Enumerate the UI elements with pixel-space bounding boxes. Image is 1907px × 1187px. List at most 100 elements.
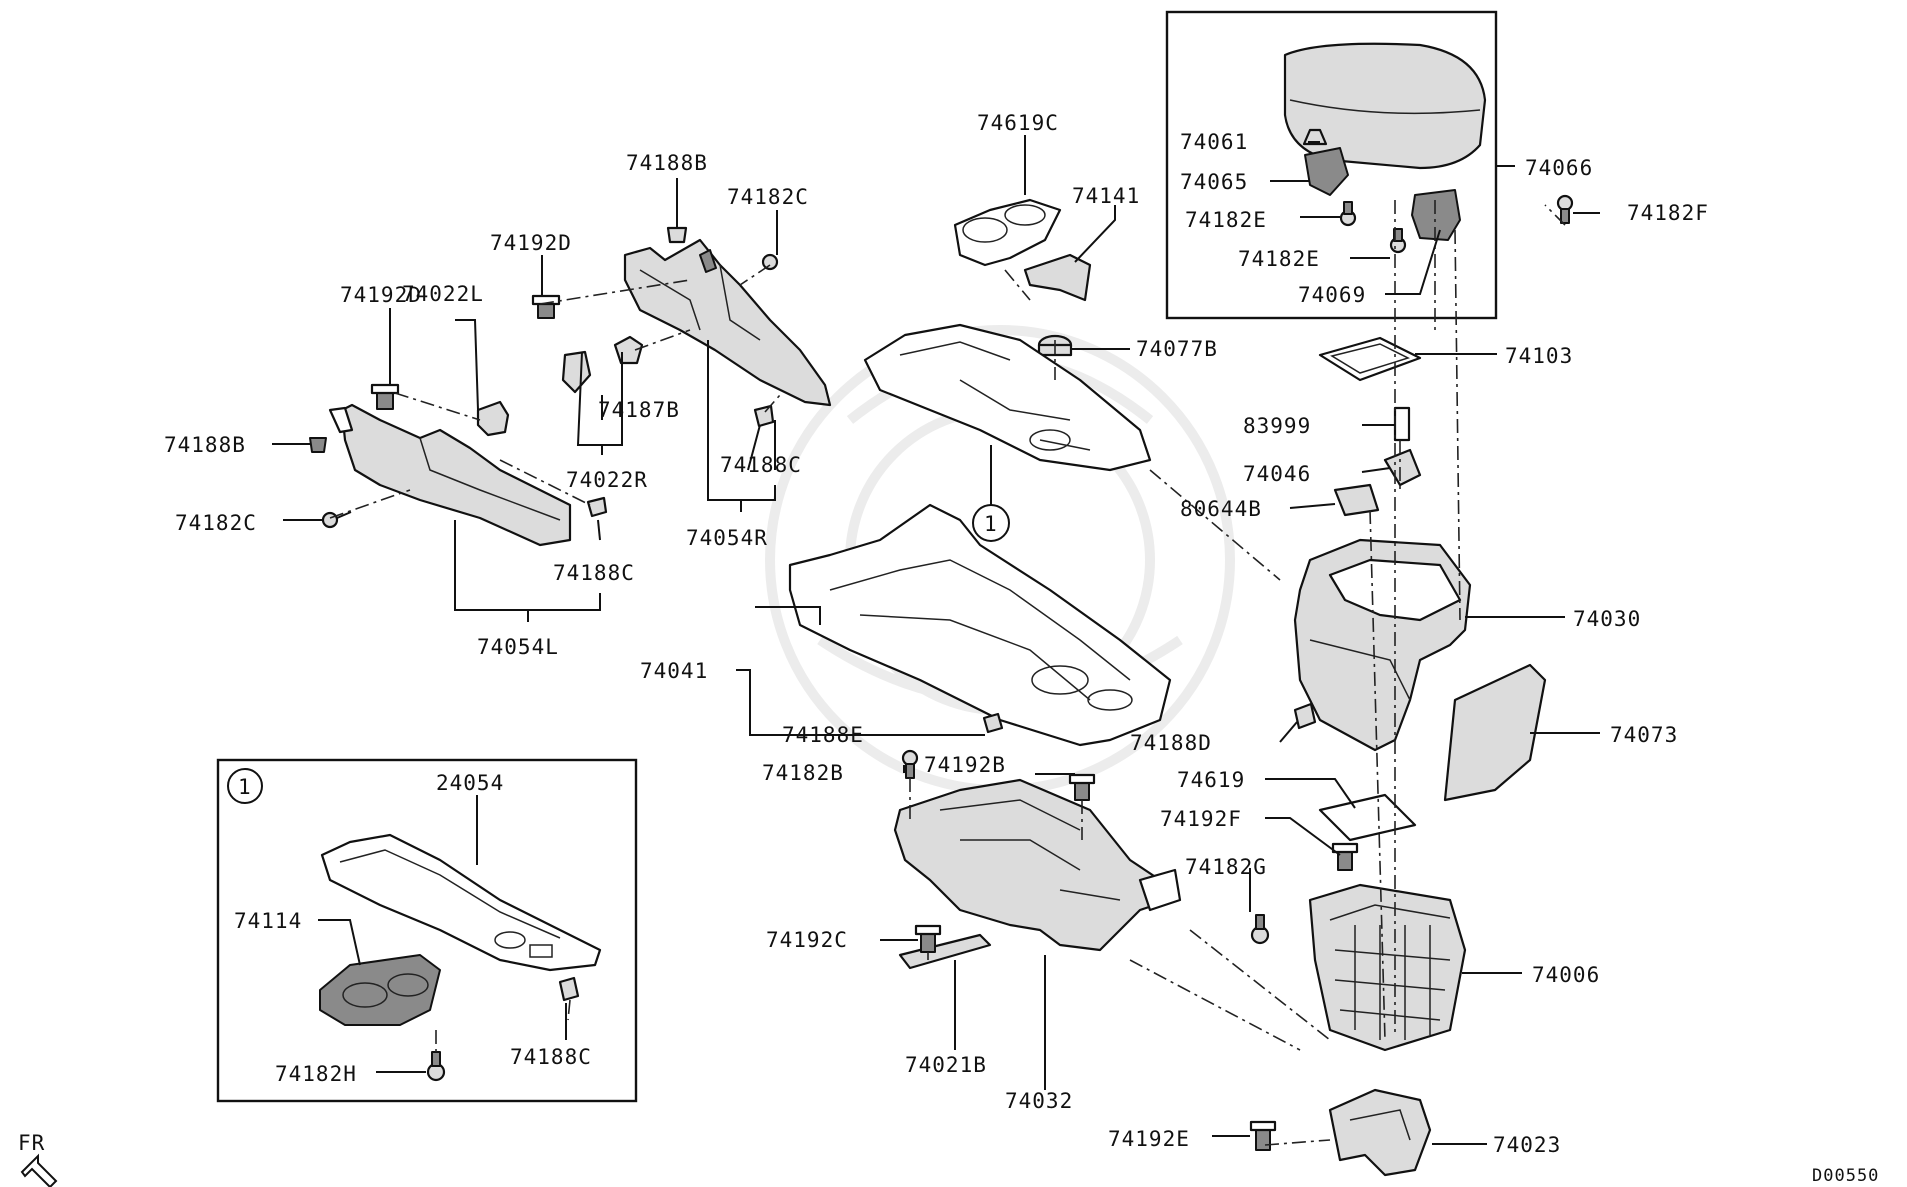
part-74023-bracket — [1328, 1088, 1432, 1177]
fastener-74182H — [426, 1051, 446, 1082]
part-74141-trim — [1023, 253, 1092, 302]
part-74021B-strip — [898, 933, 992, 970]
leader-lines — [272, 135, 1600, 1145]
label-74182E-b: 74182E — [1238, 247, 1320, 271]
fastener-74182C-top — [761, 253, 779, 271]
part-74022R-clip — [561, 350, 592, 394]
fastener-74182E-b — [1389, 228, 1407, 254]
label-83999: 83999 — [1243, 414, 1311, 438]
label-74192F: 74192F — [1160, 807, 1242, 831]
front-direction-indicator: FR — [18, 1131, 58, 1187]
front-label: FR — [18, 1131, 45, 1155]
fastener-74188C-left — [586, 496, 608, 518]
front-arrow-icon — [20, 1153, 58, 1187]
label-74187B: 74187B — [598, 398, 680, 422]
fastener-74182F — [1556, 194, 1574, 224]
label-74188C-left: 74188C — [553, 561, 635, 585]
label-74188C-mid: 74188C — [720, 453, 802, 477]
part-labels: 74188B 74182C 74192D 74192D 74022L 74188… — [164, 111, 1709, 1157]
label-74030: 74030 — [1573, 607, 1641, 631]
callout-1-text: 1 — [984, 512, 998, 536]
fastener-74188B-top — [666, 226, 688, 244]
label-74032: 74032 — [1005, 1089, 1073, 1113]
label-74182C-left: 74182C — [175, 511, 257, 535]
label-74182H: 74182H — [275, 1062, 357, 1086]
label-74061: 74061 — [1180, 130, 1248, 154]
label-74054L: 74054L — [477, 635, 559, 659]
fastener-74187B — [613, 335, 644, 365]
label-74182B: 74182B — [762, 761, 844, 785]
fastener-74192F — [1331, 842, 1359, 871]
fastener-74188B-left — [309, 437, 327, 453]
label-74077B: 74077B — [1136, 337, 1218, 361]
callout-1-marker: 1 — [972, 504, 1010, 542]
part-74061-bumper — [1302, 128, 1328, 146]
label-74192B: 74192B — [924, 753, 1006, 777]
label-74054R: 74054R — [686, 526, 768, 550]
fastener-74192D-left — [370, 383, 400, 410]
part-74619-mat — [1318, 793, 1417, 842]
fastener-74188E — [982, 712, 1004, 734]
part-74065-bracket — [1304, 147, 1349, 196]
part-74022L-clip — [476, 400, 510, 437]
label-74182F: 74182F — [1627, 201, 1709, 225]
part-center-top-panel — [863, 323, 1152, 472]
label-74188B-top: 74188B — [626, 151, 708, 175]
label-74103: 74103 — [1505, 344, 1573, 368]
label-74182C-top: 74182C — [727, 185, 809, 209]
label-74023: 74023 — [1493, 1133, 1561, 1157]
label-74182E-a: 74182E — [1185, 208, 1267, 232]
fastener-74192B — [1068, 773, 1096, 801]
label-74192D-left: 74192D — [340, 283, 422, 307]
label-74619: 74619 — [1177, 768, 1245, 792]
diagram-reference-code: D00550 — [1812, 1166, 1879, 1186]
label-74006: 74006 — [1532, 963, 1600, 987]
label-74188B-left: 74188B — [164, 433, 246, 457]
fastener-74182C-left — [321, 511, 352, 529]
label-74114: 74114 — [234, 909, 302, 933]
label-74192D-mid: 74192D — [490, 231, 572, 255]
label-74188C-box: 74188C — [510, 1045, 592, 1069]
part-80644B-switch — [1333, 483, 1380, 517]
part-74032-console-lower — [893, 778, 1182, 952]
part-74054R-panel — [623, 238, 832, 407]
part-24054-panel — [320, 833, 602, 972]
callout-1-inset-marker: 1 — [227, 768, 263, 804]
fastener-74192E — [1249, 1120, 1277, 1151]
part-74041-console-upper — [788, 503, 1172, 747]
label-74182G: 74182G — [1185, 855, 1267, 879]
part-74030-rear-console — [1293, 538, 1472, 752]
callout-1-inset-text: 1 — [238, 775, 252, 799]
callout-1-inset-frame — [216, 758, 638, 1103]
label-74022R: 74022R — [566, 468, 648, 492]
part-74619C-cupholder — [953, 198, 1062, 267]
fastener-74188C-box — [558, 976, 580, 1002]
part-74114-cupholder — [319, 954, 441, 1026]
label-80644B: 80644B — [1180, 497, 1262, 521]
fastener-74182G — [1250, 914, 1270, 945]
label-74073: 74073 — [1610, 723, 1678, 747]
part-74006-storage-box — [1308, 883, 1467, 1052]
label-74192E: 74192E — [1108, 1127, 1190, 1151]
part-74046-clip — [1383, 448, 1422, 487]
fastener-74182E-a — [1339, 201, 1357, 227]
label-24054: 24054 — [436, 771, 504, 795]
label-74141: 74141 — [1072, 184, 1140, 208]
label-74046: 74046 — [1243, 462, 1311, 486]
fastener-74192D-mid — [531, 294, 561, 319]
label-74022L: 74022L — [402, 282, 484, 306]
label-74619C: 74619C — [977, 111, 1059, 135]
part-74188D-clip — [1293, 702, 1317, 730]
part-74073-side-panel — [1443, 663, 1547, 802]
label-74188D: 74188D — [1130, 731, 1212, 755]
label-74066: 74066 — [1525, 156, 1593, 180]
label-74069: 74069 — [1298, 283, 1366, 307]
fastener-74182B — [901, 749, 919, 779]
label-74188E: 74188E — [782, 723, 864, 747]
fastener-74192C — [914, 924, 942, 953]
part-74054L-panel — [328, 403, 572, 547]
label-74192C: 74192C — [766, 928, 848, 952]
label-74041: 74041 — [640, 659, 708, 683]
part-74069-latch — [1411, 189, 1461, 241]
